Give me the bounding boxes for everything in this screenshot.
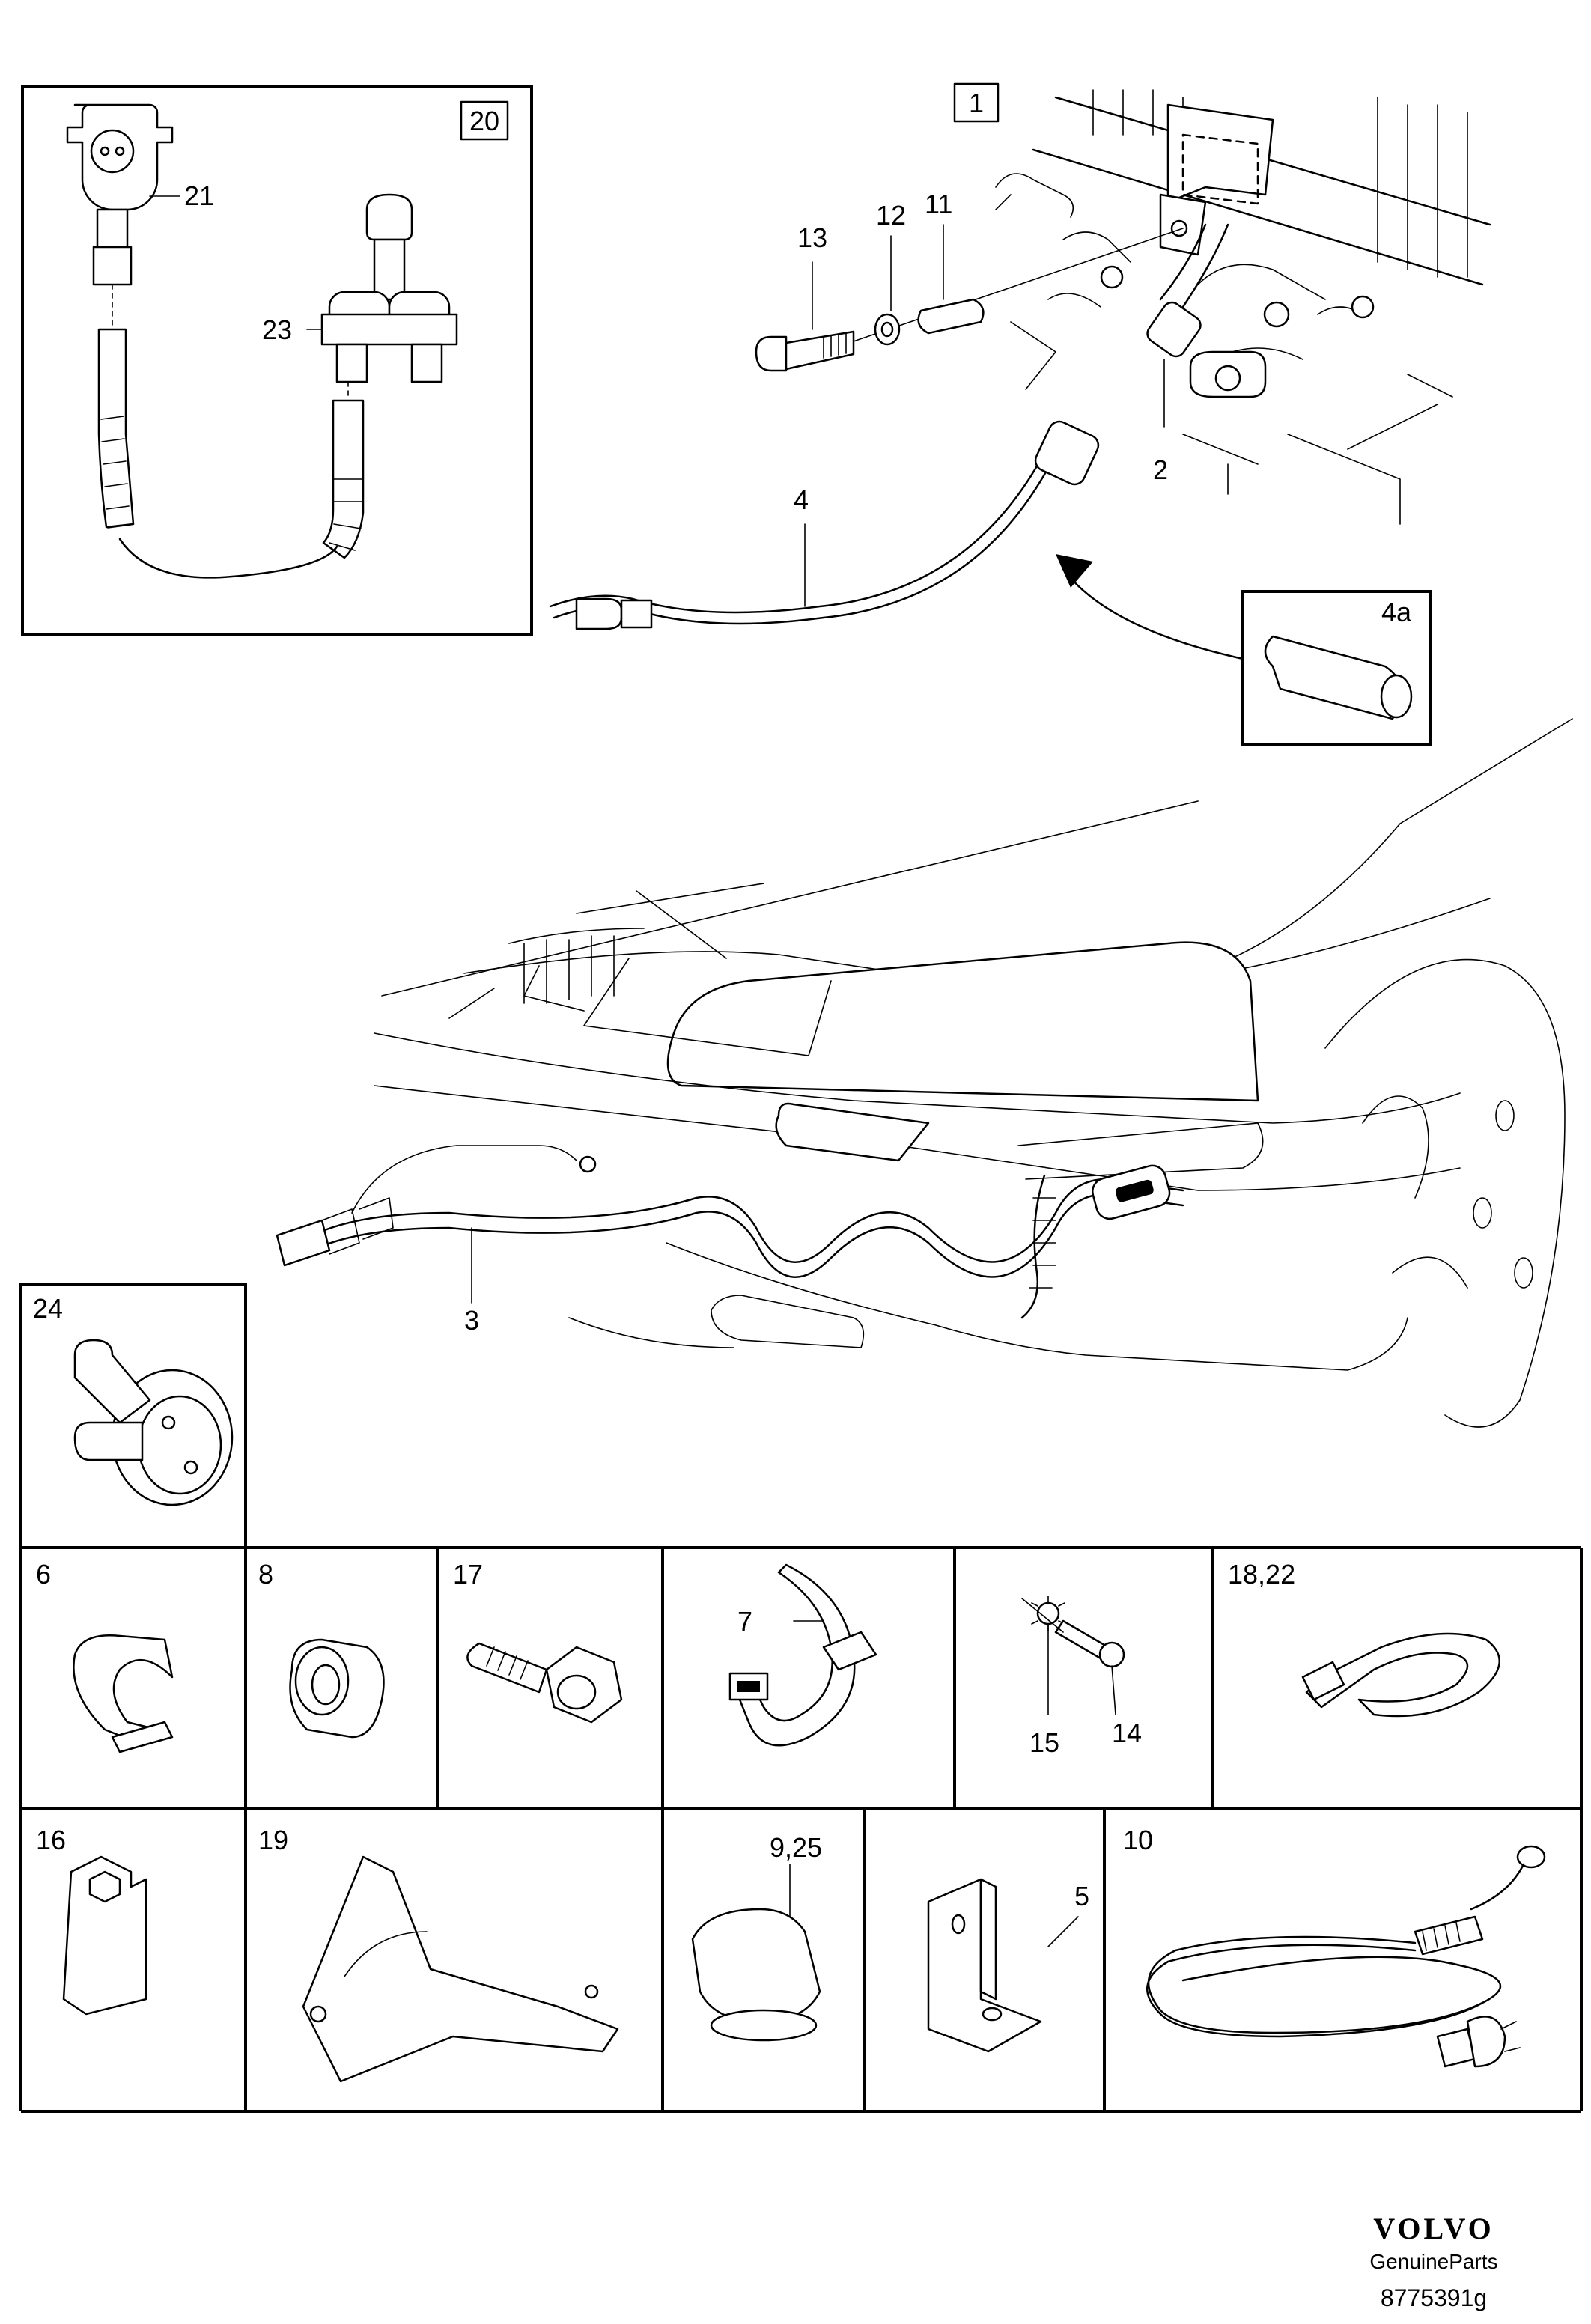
car-left-light	[775, 1102, 930, 1162]
callout-2: 2	[1153, 454, 1168, 485]
cord-10	[1516, 1845, 1546, 1869]
bolt-17	[466, 1642, 548, 1694]
callout-1: 1	[969, 88, 984, 118]
callout-23: 23	[262, 314, 292, 345]
callout-20: 20	[469, 106, 499, 136]
bolt-13	[755, 335, 788, 372]
callout-14: 14	[1112, 1718, 1142, 1748]
parts-grid: 24 6 8 17 7 15 14	[19, 1283, 1583, 2113]
callout-box-20	[460, 100, 509, 141]
callout-4a: 4a	[1381, 597, 1412, 627]
genuine-parts-label: GenuineParts	[1369, 2250, 1497, 2273]
callout-18-22: 18,22	[1228, 1559, 1295, 1590]
callout-box-1	[953, 82, 1000, 123]
callout-11: 11	[925, 189, 952, 219]
callout-21: 21	[184, 180, 214, 211]
sleeve-9-25	[691, 1908, 821, 2023]
drawing-number: 8775391g	[1381, 2284, 1487, 2311]
callout-8: 8	[258, 1559, 273, 1590]
connector-2	[1146, 301, 1202, 358]
callout-3: 3	[464, 1305, 479, 1336]
callout-12: 12	[876, 200, 906, 231]
inset-20-heater-connector: 20 21 23	[21, 85, 533, 636]
washer-15	[1036, 1601, 1060, 1625]
callout-10: 10	[1123, 1825, 1153, 1855]
branding-block: VOLVO GenuineParts 8775391g	[1369, 2212, 1497, 2311]
inset-20-frame	[21, 85, 533, 636]
clip-16	[62, 1855, 147, 2016]
callout-24: 24	[33, 1293, 63, 1324]
callout-9-25: 9,25	[770, 1832, 822, 1863]
bracket-19	[302, 1855, 619, 2083]
callout-7: 7	[737, 1606, 752, 1637]
volvo-logo: VOLVO	[1373, 2212, 1494, 2245]
car-hood	[666, 941, 1259, 1102]
callout-13: 13	[797, 222, 827, 253]
clamp-6	[73, 1634, 174, 1746]
cable-tie-18-22	[1305, 1632, 1500, 1718]
cable-sleeve-4a	[1264, 635, 1403, 720]
callout-6: 6	[36, 1559, 51, 1590]
callout-19: 19	[258, 1825, 288, 1855]
spacer-11	[917, 298, 985, 335]
inset-4a-frame	[1241, 590, 1432, 746]
car-front-view: 3	[276, 718, 1573, 1428]
callout-5: 5	[1074, 1881, 1089, 1911]
callout-17: 17	[453, 1559, 483, 1590]
callout-4: 4	[794, 484, 809, 515]
callout-15: 15	[1029, 1727, 1059, 1758]
engine-block-view: 1 2 13 12 11	[549, 82, 1491, 746]
callout-16: 16	[36, 1825, 66, 1855]
splitter-23	[365, 193, 413, 241]
